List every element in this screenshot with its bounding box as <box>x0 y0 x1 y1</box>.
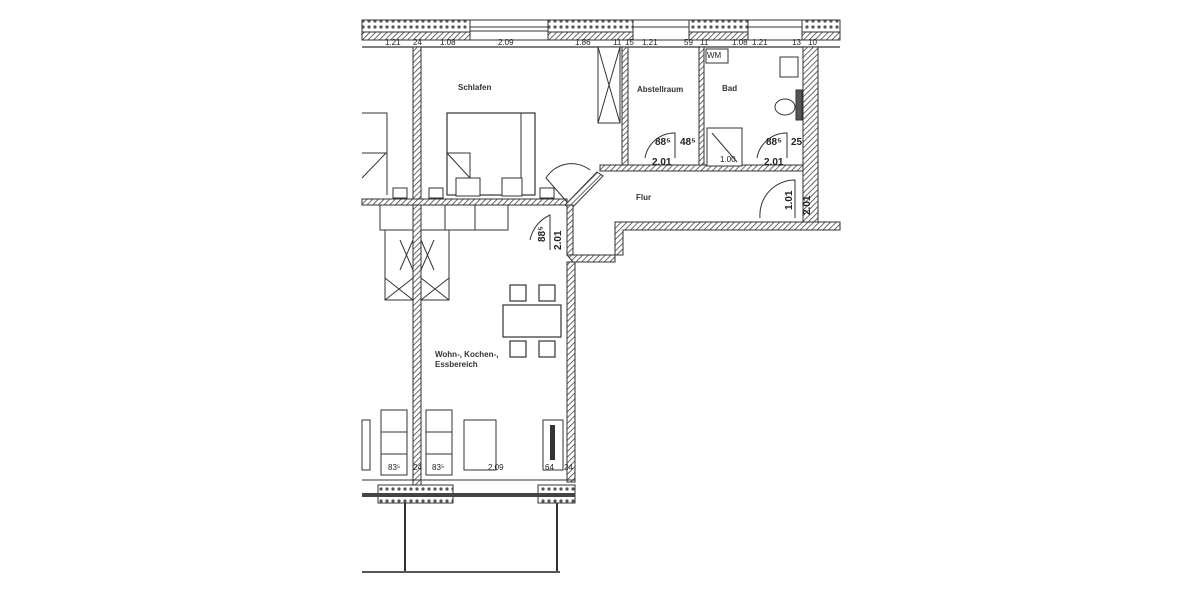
dim-top-13: 13 <box>792 38 801 47</box>
schlafen-door-swing <box>545 163 591 203</box>
wohnen-door-width: 88⁵ <box>537 226 548 242</box>
dim-bottom-wall2: 24 <box>564 463 573 472</box>
wall-schlafen-wohnen <box>361 198 568 206</box>
dim-bottom-window2: 83⁵ <box>432 463 445 472</box>
top-exterior-wall <box>361 19 841 48</box>
armchairs <box>361 409 497 476</box>
flur-walls <box>565 204 841 483</box>
dim-top-11: 1.08 <box>732 38 748 47</box>
dim-bottom-span: 2.09 <box>488 463 504 472</box>
dim-top-7: 15 <box>625 38 634 47</box>
bad-door-swing <box>756 132 788 159</box>
wall-abstell-bad <box>698 46 705 166</box>
neighbour-bed <box>361 112 408 199</box>
bad-door-height: 2.01 <box>764 157 784 168</box>
dining-set <box>502 284 562 358</box>
dim-top-1: 1.21 <box>385 38 401 47</box>
diagonal-wall <box>564 171 604 210</box>
shower-label: 1.00 <box>720 155 736 164</box>
abstell-door-height: 2.01 <box>652 157 672 168</box>
room-label-schlafen: Schlafen <box>458 83 492 92</box>
wm-label: WM <box>707 51 722 60</box>
dim-top-2: 24 <box>413 38 422 47</box>
room-label-abstellraum: Abstellraum <box>637 85 684 94</box>
dim-bottom-window1: 83⁵ <box>388 463 401 472</box>
left-partition-wall <box>412 46 422 488</box>
dim-top-5: 1.86 <box>575 38 591 47</box>
wohnen-door-swing <box>529 214 551 250</box>
kitchen-cabinets <box>379 204 509 301</box>
tv-unit <box>542 419 564 471</box>
abstell-door-swing <box>644 132 676 159</box>
dim-top-14: 10 <box>808 38 817 47</box>
wall-schlafen-abstell <box>621 46 629 166</box>
wardrobe <box>597 46 621 124</box>
dim-top-10: 11 <box>700 38 709 47</box>
flur-door-swing <box>759 179 796 219</box>
flur-door-height: 2.01 <box>802 195 813 215</box>
flur-door-width: 1.01 <box>784 190 795 210</box>
dim-top-3: 1.08 <box>440 38 456 47</box>
wall-abstell-bad-bottom <box>599 164 804 172</box>
room-label-bad: Bad <box>722 84 738 93</box>
dim-top-9: 59 <box>684 38 693 47</box>
dim-bottom-wall1: 24 <box>413 463 422 472</box>
bad-door-width: 88⁵ <box>766 137 782 148</box>
wohnen-door-height: 2.01 <box>553 230 564 250</box>
room-label-wohnen-2: Essbereich <box>435 360 478 369</box>
bed <box>428 112 555 199</box>
bottom-exterior-wall <box>362 479 576 573</box>
bad-door-side: 25 <box>791 137 803 148</box>
dim-bottom-window3: 64 <box>545 463 554 472</box>
abstell-door-width: 88⁵ <box>655 137 671 148</box>
dim-top-6: 11 <box>613 38 622 47</box>
dim-top-8: 1.21 <box>642 38 658 47</box>
dim-top-4: 2.09 <box>498 38 514 47</box>
abstell-door-side: 48⁵ <box>680 137 696 148</box>
room-label-wohnen-1: Wohn-, Kochen-, <box>435 350 499 359</box>
bad-fixtures <box>705 48 803 167</box>
room-label-flur: Flur <box>636 193 652 202</box>
dim-top-12: 1.21 <box>752 38 768 47</box>
